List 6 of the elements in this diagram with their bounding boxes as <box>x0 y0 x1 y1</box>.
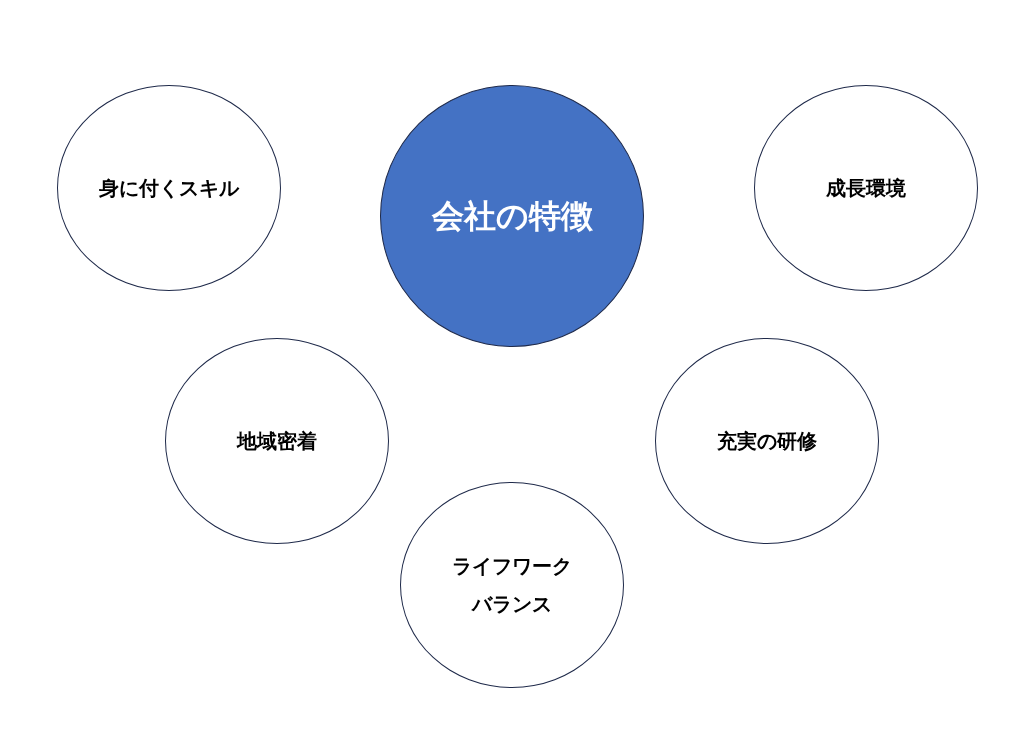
node-label: ライフワークバランス <box>451 553 573 618</box>
node-label: 成長環境 <box>826 175 906 202</box>
node-label: 会社の特徴 <box>431 195 593 237</box>
node-label: 身に付くスキル <box>99 175 239 202</box>
node-label: 地域密着 <box>237 428 317 455</box>
node-label: 充実の研修 <box>717 428 817 455</box>
